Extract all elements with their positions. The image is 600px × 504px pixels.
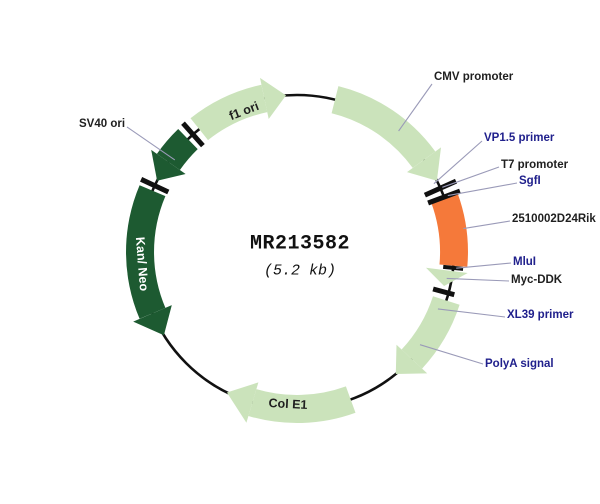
site-tick-0 bbox=[423, 178, 458, 198]
feature-cmv-promoter bbox=[331, 86, 436, 168]
leader-line-myc-ddk bbox=[446, 277, 510, 282]
annotation-label-vp15-primer: VP1.5 primer bbox=[484, 132, 555, 144]
feature-sv40-ori-arrow-arrowhead bbox=[151, 149, 186, 181]
feature-f1-ori bbox=[190, 84, 268, 141]
plasmid-size: (5.2 kb) bbox=[263, 262, 337, 280]
leader-line-xl39-primer bbox=[437, 308, 506, 318]
leader-line-t7-promoter bbox=[442, 166, 500, 188]
feature-col-e1 bbox=[248, 386, 356, 424]
feature-myc-ddk-tag bbox=[426, 267, 468, 286]
annotation-label-insert-gene: 2510002D24Rik bbox=[512, 213, 596, 225]
leader-line-cmv-promoter bbox=[398, 83, 433, 132]
site-tick-1 bbox=[427, 188, 461, 206]
site-tick-4 bbox=[140, 177, 170, 195]
annotation-label-sgfi-site: SgfI bbox=[519, 175, 541, 187]
annotation-label-mlui-site: MluI bbox=[513, 256, 536, 268]
feature-polya-xl39-region-arrowhead bbox=[395, 344, 428, 374]
feature-cmv-promoter-arrowhead bbox=[407, 147, 441, 181]
feature-f1-ori-arrowhead bbox=[260, 77, 286, 119]
plasmid-name: MR213582 bbox=[249, 232, 351, 256]
annotation-label-polya-signal: PolyA signal bbox=[485, 358, 554, 370]
leader-line-vp15-primer bbox=[433, 140, 483, 185]
feature-kan-neo-arrowhead bbox=[133, 305, 172, 336]
leader-line-mlui-site bbox=[456, 262, 512, 269]
feature-sv40-ori-arrow bbox=[156, 129, 198, 170]
feature-kan-neo bbox=[126, 185, 166, 319]
leader-line-sv40-ori bbox=[126, 126, 176, 161]
feature-label-col-e1: Col E1 bbox=[267, 395, 308, 412]
annotation-label-xl39-primer: XL39 primer bbox=[507, 309, 574, 321]
site-tick-2 bbox=[443, 264, 464, 271]
feature-col-e1-arrowhead bbox=[226, 382, 259, 423]
leader-line-insert-gene bbox=[463, 220, 511, 230]
annotation-label-t7-promoter: T7 promoter bbox=[501, 159, 569, 171]
feature-polya-xl39-region bbox=[401, 296, 460, 369]
feature-insert-2510002D24Rik bbox=[431, 193, 468, 267]
annotation-label-sv40-ori: SV40 ori bbox=[79, 118, 126, 130]
annotation-label-myc-ddk: Myc-DDK bbox=[511, 274, 563, 286]
site-tick-5 bbox=[181, 121, 205, 148]
plasmid-center-title: MR213582 (5.2 kb) bbox=[250, 233, 350, 280]
site-tick-3 bbox=[432, 286, 455, 298]
annotation-label-cmv-promoter: CMV promoter bbox=[434, 71, 514, 83]
leader-line-sgfi-site bbox=[447, 182, 518, 197]
leader-line-polya-signal bbox=[419, 344, 484, 365]
